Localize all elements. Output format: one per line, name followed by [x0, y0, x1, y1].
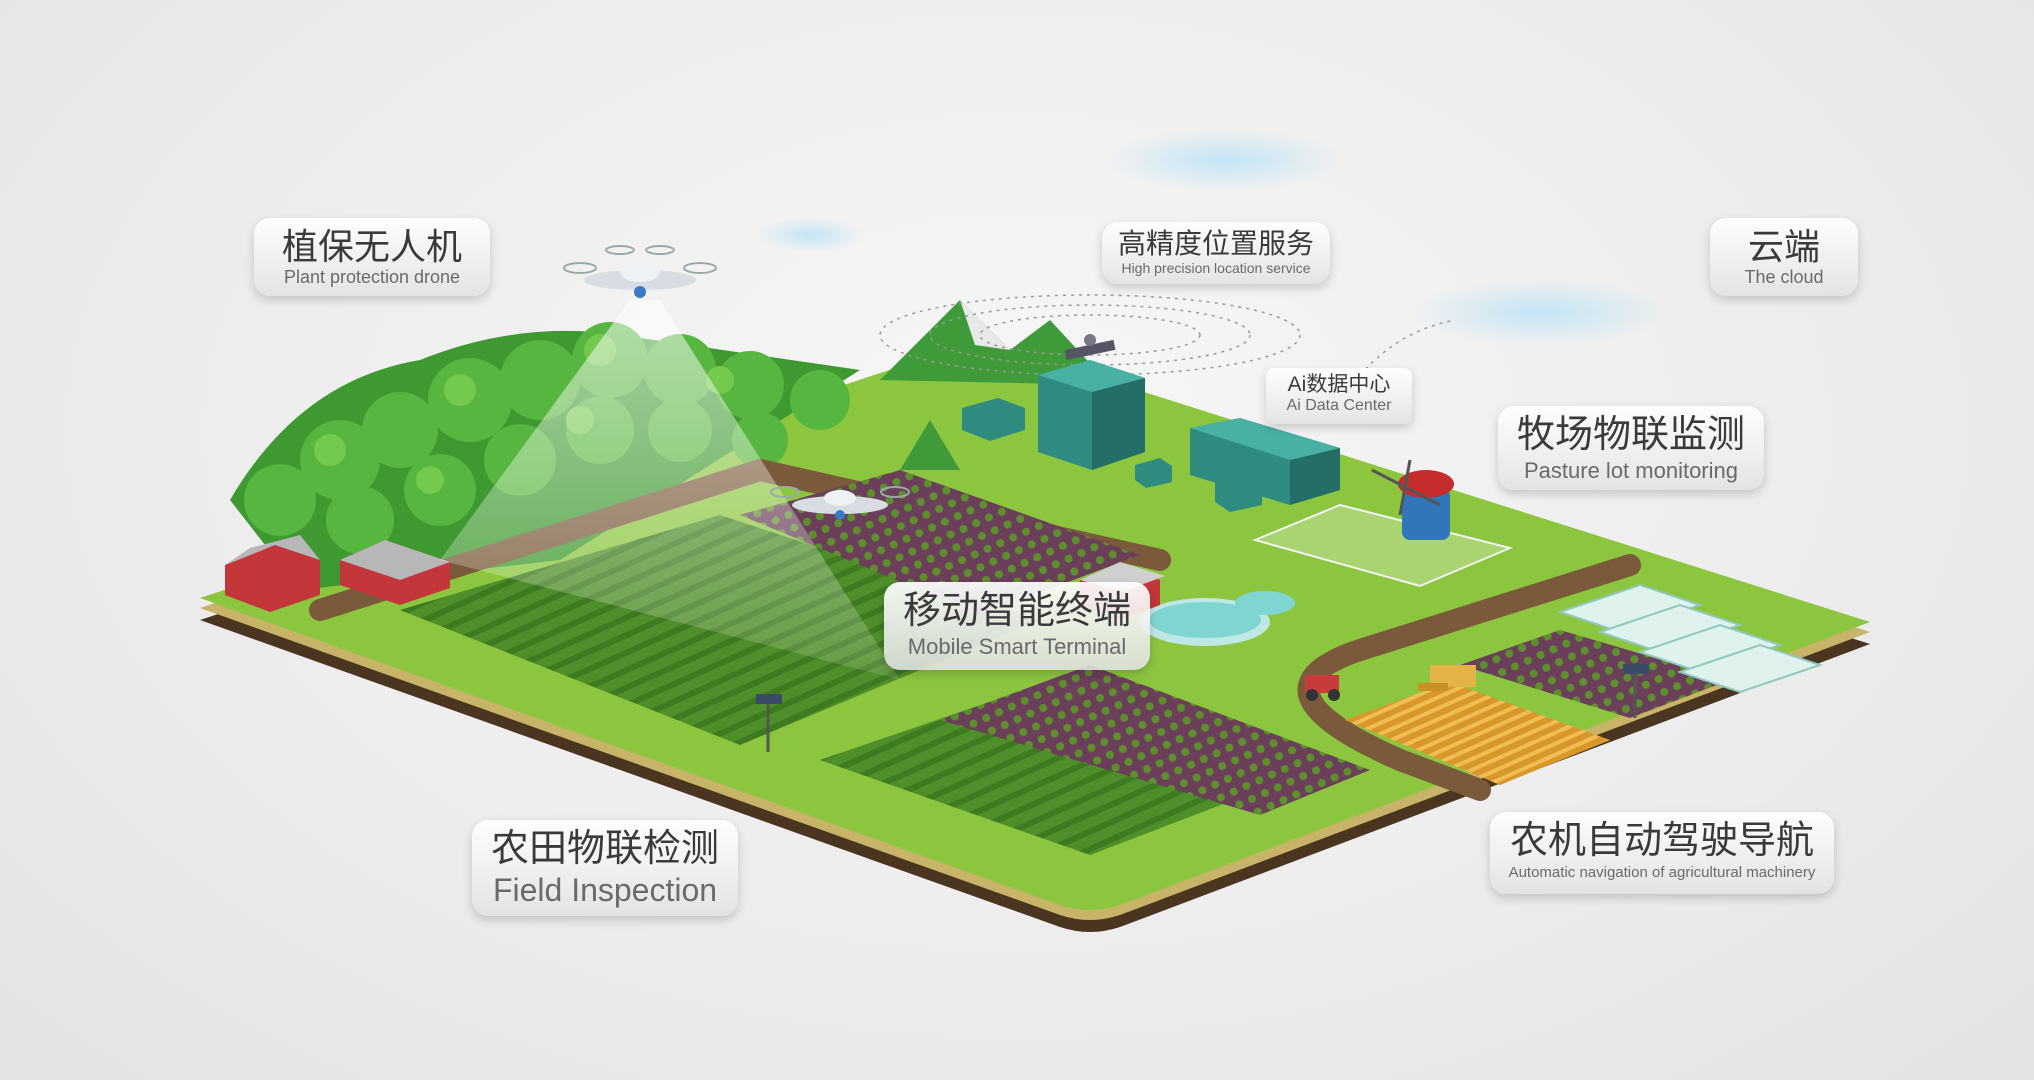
label-mobile-terminal: 移动智能终端 Mobile Smart Terminal	[884, 582, 1150, 670]
wheat-field	[1345, 630, 1730, 785]
label-field-zh: 农田物联检测	[490, 828, 719, 870]
tractor-icon	[1305, 675, 1340, 701]
pasture-fence	[1251, 503, 1514, 588]
label-navigation-en: Automatic navigation of agricultural mac…	[1508, 863, 1816, 881]
label-navigation-zh: 农机自动驾驶导航	[1509, 820, 1814, 862]
crop-field-front	[820, 665, 1370, 855]
label-drone-en: Plant protection drone	[283, 267, 461, 288]
barn-icon	[225, 535, 1165, 620]
field-drone-icon	[770, 486, 910, 520]
label-terminal-en: Mobile Smart Terminal	[907, 633, 1127, 659]
drone-spray-beam	[440, 300, 900, 680]
label-drone-zh: 植保无人机	[281, 226, 462, 267]
label-field-en: Field Inspection	[492, 871, 718, 908]
label-plant-protection-drone: 植保无人机 Plant protection drone	[254, 218, 490, 296]
windmill-icon	[1371, 459, 1454, 540]
satellite-icon	[1064, 334, 1116, 361]
label-cloud-zh: 云端	[1747, 226, 1820, 267]
mountains	[880, 300, 1110, 470]
greenhouse-icon	[1556, 583, 1824, 694]
quadcopter-drone-icon	[563, 245, 717, 298]
label-cloud: 云端 The cloud	[1710, 218, 1858, 296]
label-pasture-zh: 牧场物联监测	[1516, 414, 1745, 456]
solar-sensor-pole-icon	[766, 670, 1637, 752]
pond	[1140, 591, 1295, 646]
data-center-buildings	[962, 360, 1340, 512]
label-pasture-monitoring: 牧场物联监测 Pasture lot monitoring	[1498, 406, 1764, 490]
combine-harvester-icon	[1418, 665, 1476, 691]
cloud-icon	[755, 128, 1670, 346]
label-cloud-en: The cloud	[1744, 267, 1824, 288]
label-ai-en: Ai Data Center	[1286, 397, 1392, 415]
label-location-service: 高精度位置服务 High precision location service	[1102, 222, 1330, 284]
label-ai-zh: Ai数据中心	[1287, 373, 1391, 396]
label-pasture-en: Pasture lot monitoring	[1524, 457, 1738, 483]
label-location-en: High precision location service	[1121, 260, 1311, 277]
label-location-zh: 高精度位置服务	[1117, 228, 1314, 259]
label-ai-data-center: Ai数据中心 Ai Data Center	[1266, 368, 1412, 424]
label-field-inspection: 农田物联检测 Field Inspection	[472, 820, 738, 916]
label-machinery-navigation: 农机自动驾驶导航 Automatic navigation of agricul…	[1490, 812, 1834, 894]
label-terminal-zh: 移动智能终端	[902, 590, 1131, 632]
